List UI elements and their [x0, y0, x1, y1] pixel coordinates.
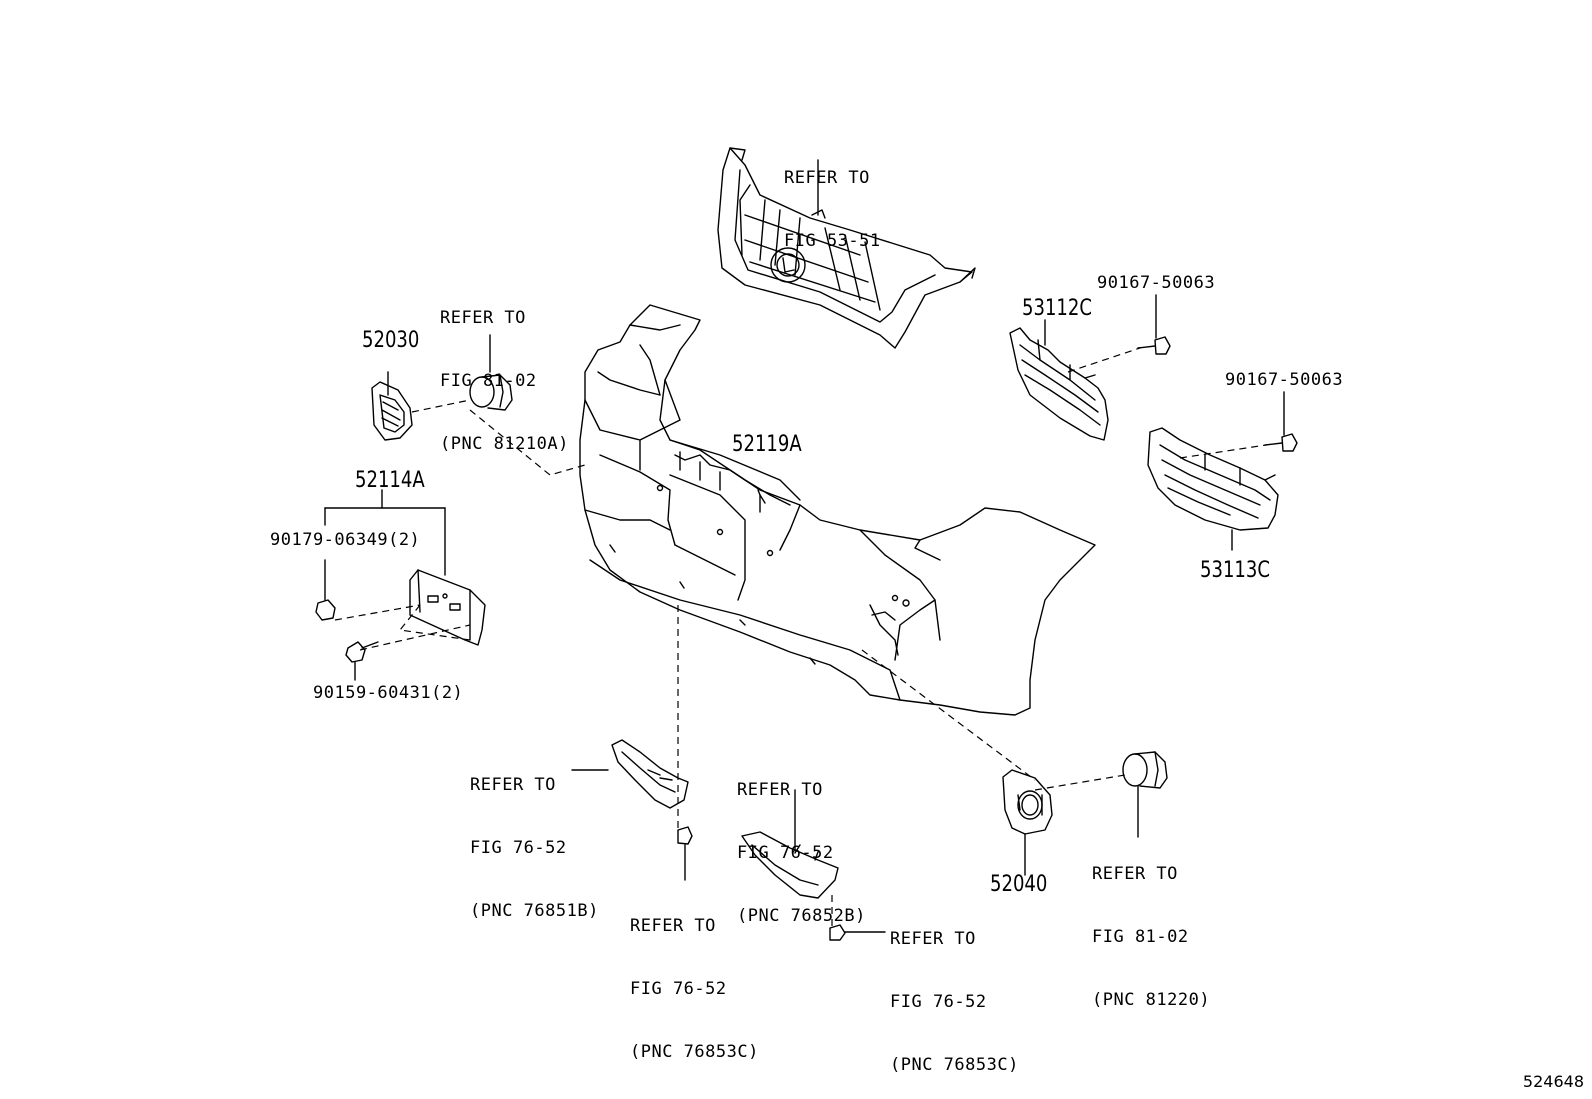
upper-bumper-grille	[1010, 320, 1108, 440]
screw-label: 90159-60431(2)	[313, 683, 464, 703]
figure-id: 524648	[1522, 1072, 1584, 1091]
ref-clip-left: REFER TO FIG 76-52 (PNC 76853C)	[630, 916, 759, 1062]
clip-nut	[316, 560, 335, 620]
license-bracket	[325, 490, 485, 645]
ref-clip-right: REFER TO FIG 76-52 (PNC 76853C)	[890, 929, 1019, 1075]
part-number-52114A: 52114A	[355, 468, 425, 493]
part-number-52119A: 52119A	[732, 432, 802, 457]
clip-right	[830, 925, 885, 940]
bolt-label-lower: 90167-50063	[1225, 370, 1344, 390]
fog-bezel-right	[1003, 770, 1052, 875]
ref-mold-left: REFER TO FIG 76-52 (PNC 76851B)	[470, 775, 599, 921]
part-number-53113C: 53113C	[1200, 558, 1270, 583]
part-number-52040: 52040	[990, 872, 1048, 897]
ref-mold-right: REFER TO FIG 76-52 (PNC 76852B)	[737, 780, 866, 926]
clip-label: 90179-06349(2)	[270, 530, 421, 550]
fog-lamp-right	[1123, 752, 1167, 837]
screw	[346, 642, 378, 680]
bumper-cover	[580, 305, 1095, 715]
radiator-grille	[718, 148, 975, 348]
bolt-upper	[1138, 295, 1170, 354]
part-number-52030: 52030	[362, 328, 420, 353]
ref-grille: REFER TO FIG 53-51	[784, 168, 881, 251]
bolt-lower	[1265, 392, 1297, 451]
part-number-53112C: 53112C	[1022, 296, 1092, 321]
fog-lamp-left	[470, 335, 512, 410]
lower-bumper-grille	[1148, 428, 1278, 550]
clip-left	[678, 827, 692, 880]
fog-bezel-left	[372, 372, 412, 440]
ref-fog-right: REFER TO FIG 81-02 (PNC 81220)	[1092, 864, 1211, 1010]
lower-molding-left	[572, 740, 688, 808]
ref-fog-left: REFER TO FIG 81-02 (PNC 81210A)	[440, 308, 569, 454]
lower-molding-right	[742, 790, 838, 898]
bolt-label-upper: 90167-50063	[1097, 273, 1216, 293]
